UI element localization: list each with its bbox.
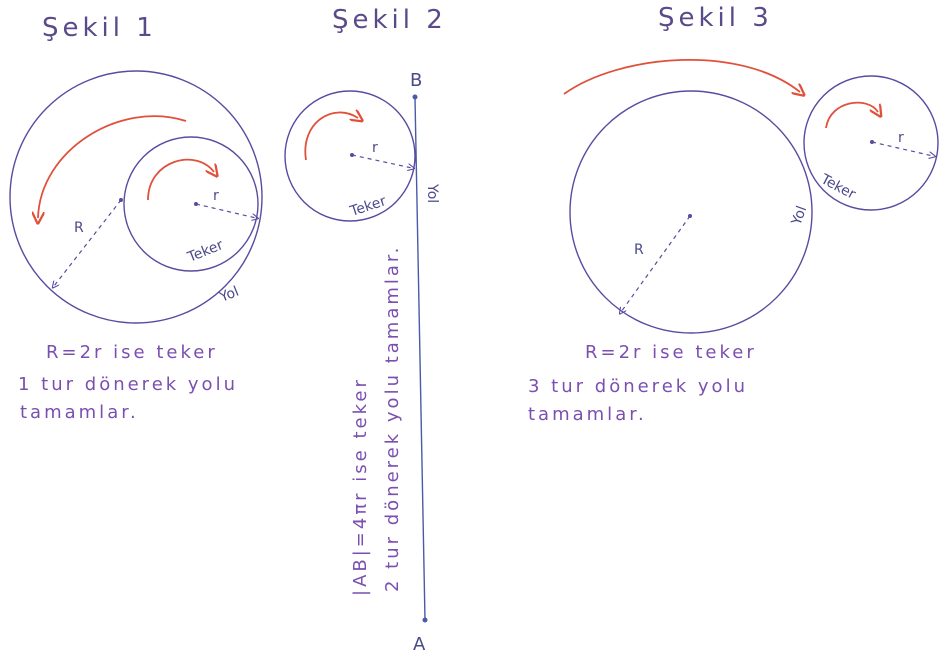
- figure-3-road-label: Yol: [788, 204, 810, 228]
- figure-1-title: Şekil 1: [42, 13, 157, 43]
- figure-1-wheel-label: Teker: [185, 237, 226, 266]
- figure-3-road-circle: [569, 90, 813, 334]
- figure-2-road-label: Yol: [424, 183, 440, 203]
- figure-2-road-line: [414, 97, 426, 621]
- figure-1-caption-line-3: tamamlar.: [20, 402, 139, 423]
- figure-1-radius-R: [54, 199, 122, 286]
- figure-3-caption-line-1: R=2r ise teker: [585, 342, 757, 363]
- figure-2-wheel-circle: [284, 90, 416, 222]
- figure-2-caption-line-1: |AB|=4πr ise teker: [350, 377, 371, 596]
- figure-1-caption-line-2: 1 tur dönerek yolu: [18, 374, 238, 395]
- figure-1-road-rotation-arrow: [38, 115, 187, 218]
- figure-2-point-B-label: B: [410, 70, 422, 91]
- figure-3-radius-R-label: R: [634, 242, 644, 258]
- figure-3-radius-r: [871, 141, 933, 156]
- figure-1-wheel-circle: [123, 136, 259, 272]
- figure-2-wheel-rotation-arrow: [304, 112, 358, 161]
- figure-2-radius-r: [351, 154, 412, 168]
- figure-1-caption-line-1: R=2r ise teker: [46, 342, 218, 363]
- figure-1-radius-r: [195, 203, 256, 218]
- figure-3-radius-r-label: r: [898, 130, 904, 146]
- figure-3-wheel-rotation-arrow: [825, 101, 878, 129]
- figure-2-point-A-dot: [422, 617, 428, 623]
- figure-2-wheel-label: Teker: [347, 193, 388, 220]
- figure-3-wheel-label: Teker: [817, 171, 858, 203]
- figure-3-road-rotation-arrow: [563, 58, 800, 94]
- figure-1: Şekil 1 R r Teker Yol R=2r ise teker 1 t…: [9, 13, 263, 423]
- figure-1-road-circle: [9, 70, 263, 324]
- figure-2-point-B-dot: [412, 94, 418, 100]
- figure-2-radius-r-label: r: [372, 140, 378, 156]
- figure-3-caption-line-2: 3 tur dönerek yolu: [528, 376, 748, 397]
- figure-1-road-label: Yol: [217, 284, 242, 306]
- figure-1-radius-r-label: r: [213, 188, 219, 204]
- figure-2-title: Şekil 2: [332, 5, 447, 35]
- figure-3-radius-R: [621, 215, 691, 312]
- figure-3-wheel-circle: [803, 75, 939, 211]
- figure-1-wheel-rotation-arrow: [147, 158, 214, 201]
- figure-3: Şekil 3 R r Teker Yol R=2r ise teker 3 t…: [528, 3, 939, 425]
- figure-3-caption-line-3: tamamlar.: [528, 404, 647, 425]
- figure-3-title: Şekil 3: [658, 3, 773, 33]
- figure-2: Şekil 2 B A r Teker Yol |AB|=4πr ise tek…: [284, 5, 447, 655]
- figure-2-point-A-label: A: [413, 634, 426, 655]
- figure-2-caption-line-2: 2 tur dönerek yolu tamamlar.: [382, 245, 403, 592]
- figure-1-radius-R-label: R: [74, 220, 84, 236]
